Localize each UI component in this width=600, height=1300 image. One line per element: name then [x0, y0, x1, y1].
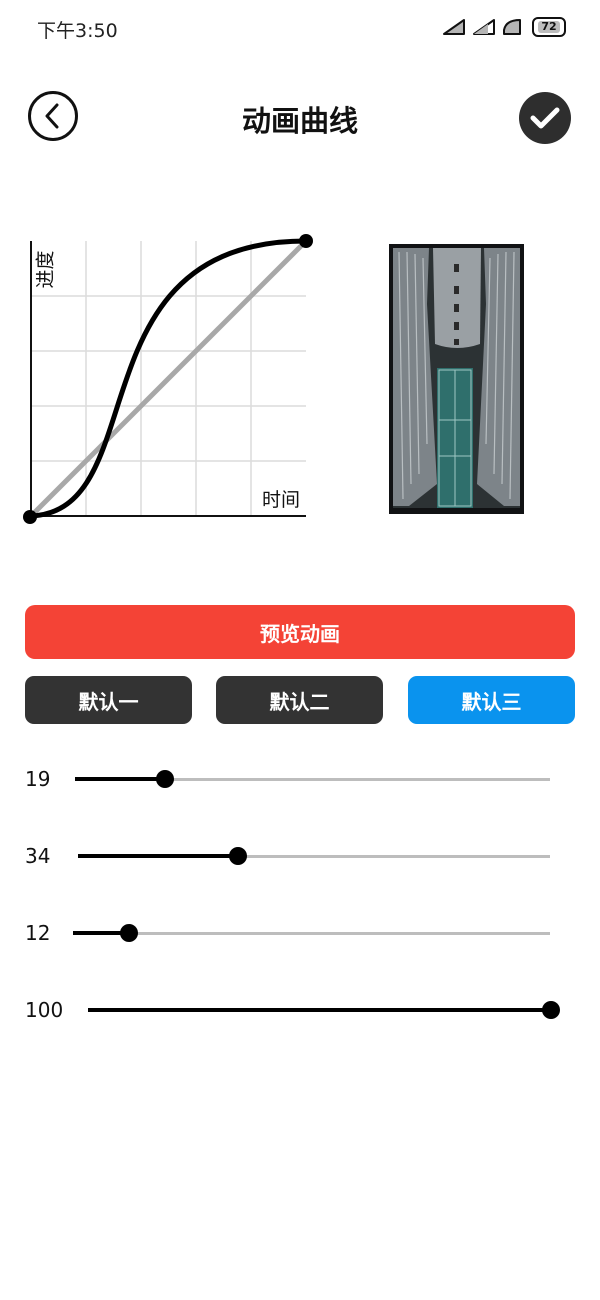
start-point-handle[interactable] — [23, 510, 37, 524]
back-button[interactable] — [28, 91, 78, 141]
slider-3-value: 12 — [25, 921, 51, 945]
preset-button-3[interactable]: 默认三 — [408, 676, 575, 724]
status-time: 下午3:50 — [37, 20, 118, 42]
preset-button-1[interactable]: 默认一 — [25, 676, 192, 724]
slider-2-thumb[interactable] — [229, 847, 247, 865]
y-axis-label: 进度 — [34, 250, 57, 289]
slider-3-fill — [73, 931, 129, 935]
signal-1-icon — [443, 19, 465, 35]
slider-4-thumb[interactable] — [542, 1001, 560, 1019]
status-icons: 72 — [442, 16, 566, 38]
preset-button-2[interactable]: 默认二 — [216, 676, 383, 724]
check-icon — [530, 107, 560, 129]
linear-reference-line — [29, 239, 308, 518]
slider-1-thumb[interactable] — [156, 770, 174, 788]
slider-4-value: 100 — [25, 998, 64, 1022]
chart-grid — [31, 241, 306, 516]
slider-2-value: 34 — [25, 844, 51, 868]
battery-level: 72 — [538, 21, 560, 33]
preview-image — [389, 244, 524, 514]
page-title: 动画曲线 — [241, 104, 358, 138]
wifi-icon — [503, 19, 521, 35]
preview-animation-button[interactable]: 预览动画 — [25, 605, 575, 659]
slider-3-thumb[interactable] — [120, 924, 138, 942]
slider-1-value: 19 — [25, 767, 51, 791]
slider-1-track[interactable] — [75, 778, 550, 781]
slider-1-fill — [75, 777, 165, 781]
bezier-curve — [30, 238, 307, 519]
x-axis-label: 时间 — [262, 489, 301, 511]
chevron-left-icon — [45, 103, 59, 129]
slider-4-fill — [88, 1008, 551, 1012]
confirm-button[interactable] — [519, 92, 571, 144]
slider-2-fill — [78, 854, 238, 858]
building-atrium-photo — [389, 244, 524, 514]
battery-icon: 72 — [532, 17, 566, 37]
end-point-handle[interactable] — [299, 234, 313, 248]
signal-2-icon — [473, 19, 495, 35]
slider-2-track[interactable] — [78, 855, 550, 858]
slider-3-track[interactable] — [73, 932, 550, 935]
curve-chart[interactable] — [0, 220, 330, 540]
